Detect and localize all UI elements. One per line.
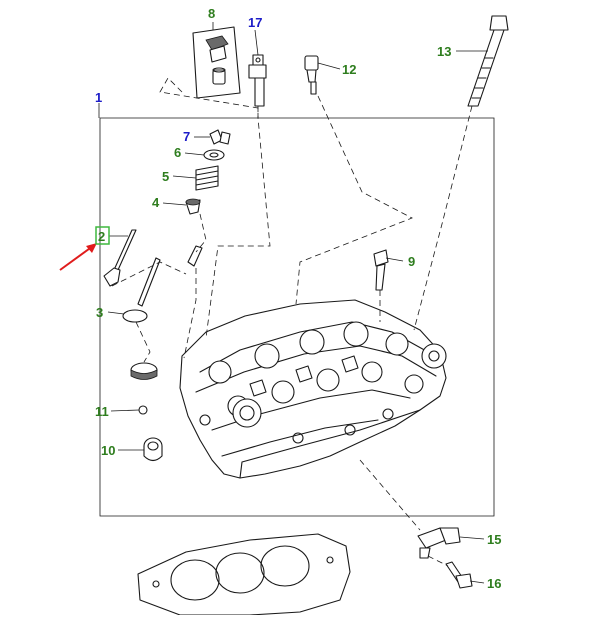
callout-7[interactable]: 7 — [183, 129, 190, 144]
leader-line — [254, 29, 259, 56]
seal-10[interactable] — [143, 437, 163, 462]
callout-16[interactable]: 16 — [487, 576, 501, 591]
callout-1[interactable]: 1 — [95, 90, 102, 105]
valve-seal-4[interactable] — [185, 198, 201, 215]
plug-11[interactable] — [138, 405, 148, 415]
pointer-arrow — [59, 243, 97, 271]
bolt-9[interactable] — [373, 249, 389, 291]
spring-retainer-6[interactable] — [203, 149, 225, 161]
bolt-16[interactable] — [445, 561, 473, 589]
valve-guide[interactable] — [187, 245, 203, 267]
assembly-path — [135, 321, 151, 363]
leader-line — [459, 536, 485, 540]
follower-inset[interactable] — [192, 26, 241, 99]
valve-seat[interactable] — [130, 362, 158, 380]
assembly-path — [111, 261, 187, 287]
callout-2-highlight — [95, 226, 110, 245]
head-bolt-13[interactable] — [467, 15, 509, 107]
sensor-17[interactable] — [248, 54, 267, 107]
valve-2[interactable] — [103, 229, 137, 287]
callout-5[interactable]: 5 — [162, 169, 169, 184]
coolant-outlet-15[interactable] — [417, 527, 461, 559]
callout-11[interactable]: 11 — [95, 404, 109, 419]
assembly-frame — [99, 117, 495, 517]
callout-3[interactable]: 3 — [96, 305, 103, 320]
callout-2[interactable]: 2 — [98, 229, 105, 244]
assembly-path — [427, 555, 449, 567]
leader-line — [162, 202, 187, 206]
valve-3[interactable] — [122, 257, 161, 323]
leader-line — [184, 152, 205, 156]
assembly-path — [183, 268, 197, 359]
cylinder-head[interactable] — [179, 299, 447, 479]
leader-line — [385, 257, 404, 262]
callout-9[interactable]: 9 — [408, 254, 415, 269]
leader-line — [110, 409, 140, 412]
callout-12[interactable]: 12 — [342, 62, 356, 77]
callout-10[interactable]: 10 — [101, 443, 115, 458]
callout-17[interactable]: 17 — [248, 15, 262, 30]
leader-line — [107, 311, 125, 315]
valve-keepers-7[interactable] — [209, 129, 231, 145]
callout-8[interactable]: 8 — [208, 6, 215, 21]
callout-15[interactable]: 15 — [487, 532, 501, 547]
assembly-path — [295, 95, 413, 305]
assembly-path — [359, 459, 421, 531]
leader-line — [469, 580, 485, 584]
leader-line — [317, 62, 341, 70]
leader-line — [172, 175, 197, 179]
callout-6[interactable]: 6 — [174, 145, 181, 160]
callout-13[interactable]: 13 — [437, 44, 451, 59]
sensor-12[interactable] — [304, 55, 319, 95]
valve-spring-5[interactable] — [195, 165, 219, 191]
head-gasket[interactable] — [137, 533, 351, 616]
callout-4[interactable]: 4 — [152, 195, 160, 210]
assembly-path — [413, 105, 473, 331]
assembly-path — [159, 77, 271, 339]
